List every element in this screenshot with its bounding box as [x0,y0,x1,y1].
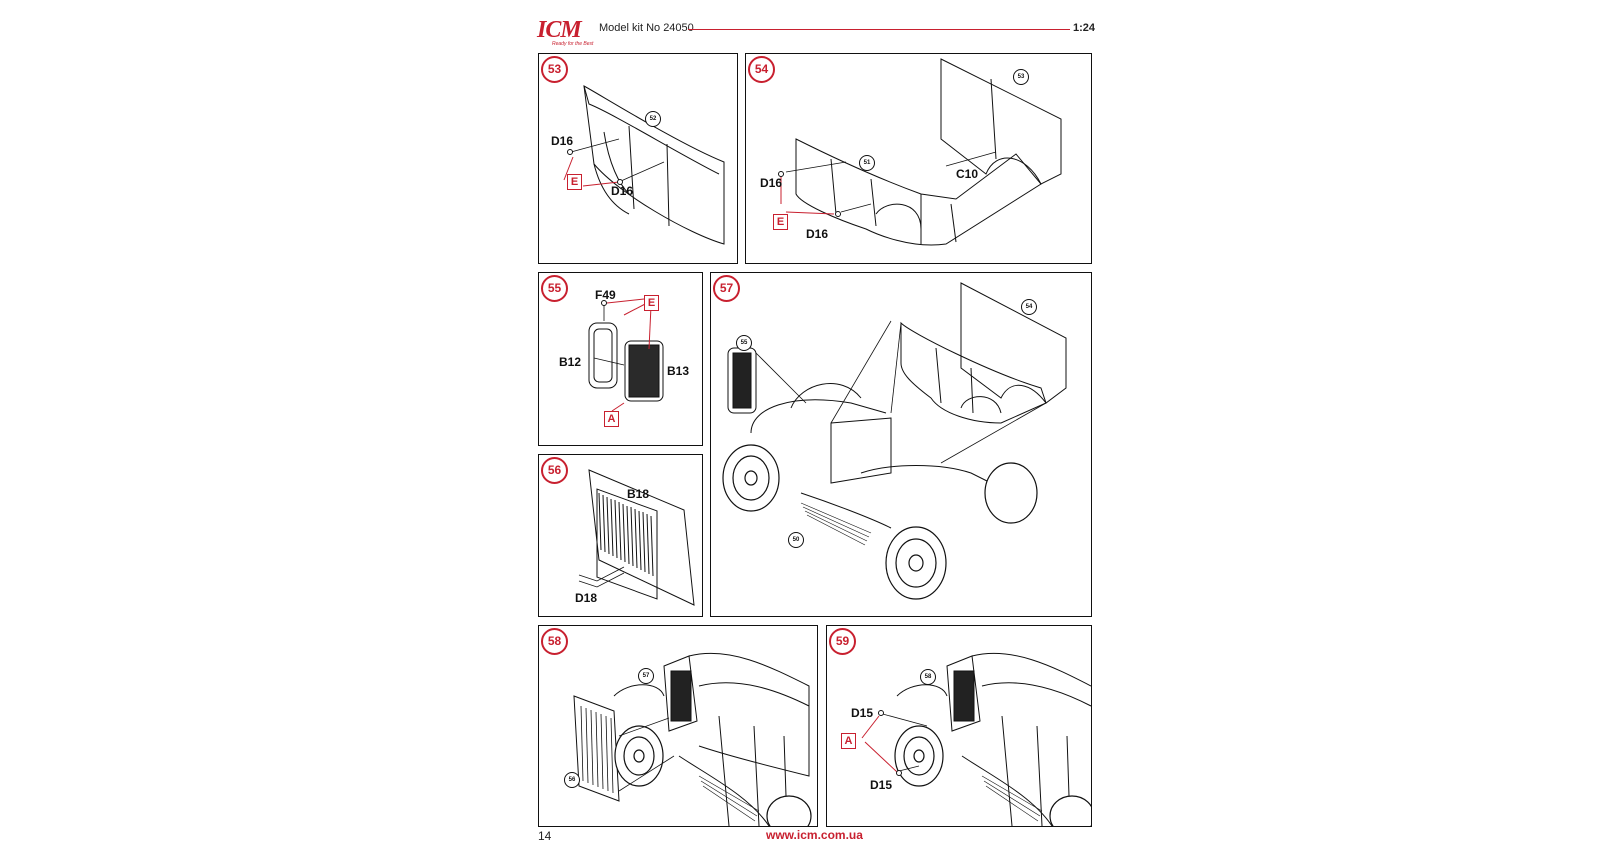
sub-assembly-ref: 53 [1013,69,1029,85]
paint-code-box: A [841,733,856,749]
paint-code-box: E [567,174,582,190]
part-label-b18: B18 [627,487,650,501]
part-label-d16: D16 [611,184,634,198]
step-57-panel: 57 55 54 50 [710,272,1092,617]
radiator-drawing [588,298,664,412]
body-tub-drawing [778,58,1062,246]
sub-assembly-ref: 57 [638,668,654,684]
part-label-d16: D16 [806,227,829,241]
step-number-badge: 58 [541,628,568,655]
step-number-badge: 59 [829,628,856,655]
step-number-badge: 56 [541,457,568,484]
header-rule [688,29,1070,30]
headlamp-install-drawing [861,652,1091,826]
sub-assembly-ref: 56 [564,772,580,788]
sub-assembly-ref: 52 [645,111,661,127]
grille-panel-drawing [578,469,695,606]
step-number-badge: 57 [713,275,740,302]
step-53-panel: 53 52 D16 D16 E [538,53,738,264]
grille-install-drawing [573,652,812,826]
part-label-d16: D16 [760,176,783,190]
step-number-badge: 53 [541,56,568,83]
icm-logo: ICM Ready for the Best [537,17,593,47]
sub-assembly-ref: 50 [788,532,804,548]
part-label-d18: D18 [575,591,598,605]
step-number-badge: 54 [748,56,775,83]
logo-text: ICM [537,17,582,43]
scale-label: 1:24 [1073,22,1096,34]
step-56-panel: 56 B18 D18 [538,454,703,617]
paint-code-box: E [773,214,788,230]
sub-assembly-ref: 54 [1021,299,1037,315]
step-55-panel: 55 F49 B12 B13 E A [538,272,703,446]
step-number-badge: 55 [541,275,568,302]
step-59-panel: 59 58 D15 D15 A [826,625,1092,827]
page-number: 14 [538,829,552,843]
part-label-d16: D16 [551,134,574,148]
sub-assembly-ref: 55 [736,335,752,351]
chassis-assembly-drawing [722,282,1067,600]
model-kit-title: Model kit No 24050 [599,22,694,34]
body-panel-drawing [563,85,725,245]
step-54-panel: 54 53 51 C10 D16 D16 E [745,53,1092,264]
paint-code-box: A [604,411,619,427]
part-label-d15: D15 [870,778,893,792]
step-58-panel: 58 57 56 [538,625,818,827]
part-label-f49: F49 [595,288,616,302]
paint-code-box: E [644,295,659,311]
part-label-b13: B13 [667,364,690,378]
part-label-b12: B12 [559,355,582,369]
logo-tagline: Ready for the Best [552,41,594,47]
website-link[interactable]: www.icm.com.ua [766,828,863,842]
part-label-c10: C10 [956,167,979,181]
part-label-d15: D15 [851,706,874,720]
sub-assembly-ref: 51 [859,155,875,171]
sub-assembly-ref: 58 [920,669,936,685]
